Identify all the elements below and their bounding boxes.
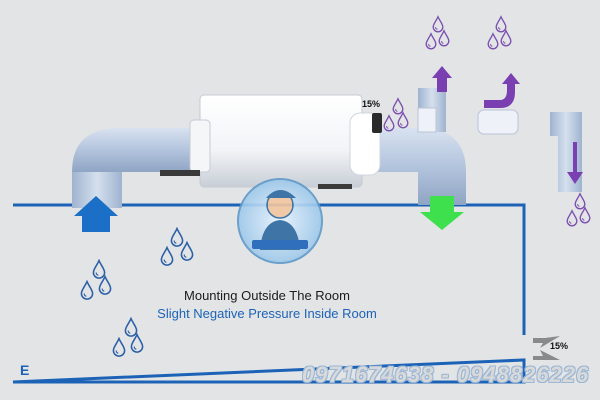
logo-mechanic-icon <box>237 178 323 264</box>
droplet-icon <box>92 259 106 279</box>
droplet-icon <box>170 227 184 247</box>
droplet-icon <box>425 33 437 50</box>
exhaust-down-arrow-icon <box>567 142 583 184</box>
corner-label: E <box>20 362 30 378</box>
exhaust-up-arrow-icon <box>432 66 452 92</box>
droplet-icon <box>579 207 591 224</box>
return-down-arrow-icon <box>420 196 464 230</box>
droplet-icon <box>432 16 444 33</box>
exhaust-duct-section <box>477 109 519 135</box>
droplet-icon <box>566 210 578 227</box>
droplet-icon <box>487 33 499 50</box>
droplet-icon <box>130 333 144 353</box>
droplet-icon <box>500 30 512 47</box>
droplet-icon <box>124 317 138 337</box>
droplet-icon <box>397 112 409 129</box>
inlet-percent-label: 15% <box>550 341 569 351</box>
dehumidifier-unit <box>160 94 382 189</box>
droplet-icon <box>574 193 586 210</box>
droplet-icon <box>180 241 194 261</box>
return-duct <box>370 128 466 205</box>
diagram-title: Mounting Outside The Room <box>184 288 350 303</box>
exhaust-curved-arrow-icon <box>484 73 520 108</box>
droplet-icon <box>438 30 450 47</box>
inlet-arrow-icon <box>533 350 560 360</box>
unit-percent-label: 15% <box>362 99 381 109</box>
exhaust-duct-elbow <box>417 88 446 133</box>
supply-duct <box>72 128 208 208</box>
droplet-icon <box>392 98 404 115</box>
droplet-icon <box>112 337 126 357</box>
diagram-subtitle: Slight Negative Pressure Inside Room <box>157 306 377 321</box>
supply-up-arrow-icon <box>74 196 118 232</box>
room-outline <box>12 203 526 384</box>
watermark-phone: 0971674638 - 0948826226 <box>302 362 590 387</box>
droplet-icon <box>495 16 507 33</box>
inlet-arrow-icon <box>533 336 560 348</box>
droplet-icon <box>160 246 174 266</box>
